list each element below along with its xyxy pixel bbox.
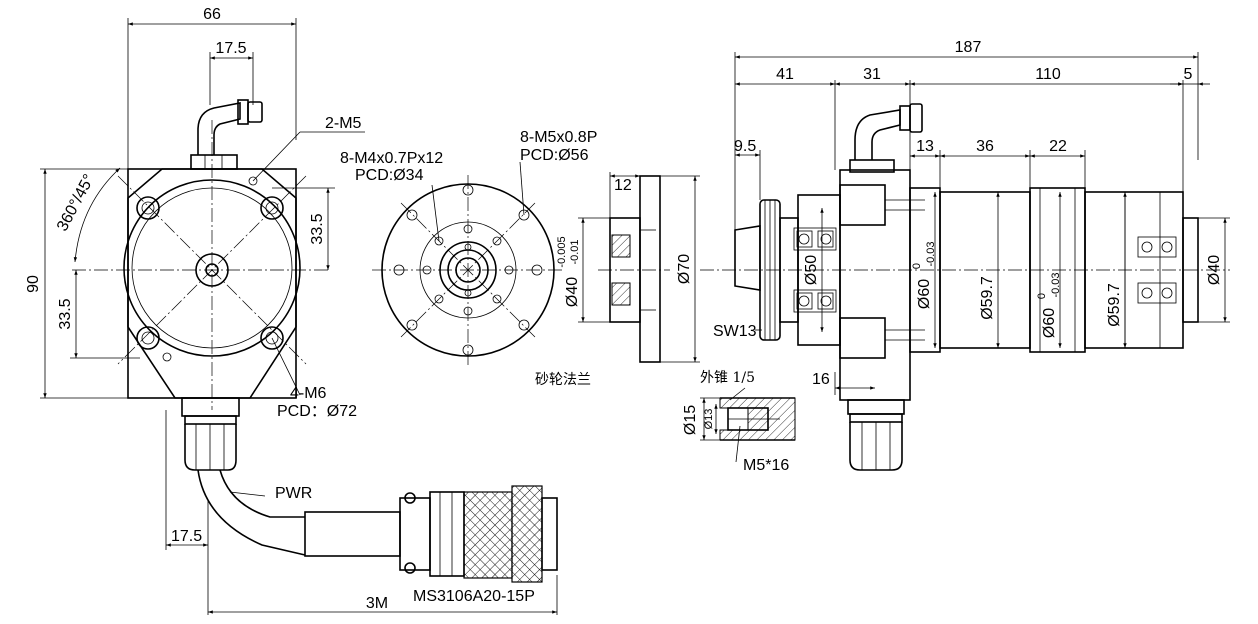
dia-59-7a: Ø59.7 [979,276,996,320]
front-view: 66 17.5 90 [25,6,558,615]
flange-view: 8-M4x0.7Px12 PCD:Ø34 8-M5x0.8P PCD:Ø56 砂… [340,129,700,388]
dia-40: Ø40 [1206,255,1223,285]
cable-length-dim: 3M [366,595,388,612]
port-offset-dim: 17.5 [215,40,246,57]
spigot-tol-lower: -0.01 [569,239,581,264]
mount-hole-label: 4-M6 [290,385,327,402]
flange-dia: Ø70 [676,254,693,284]
seg-36-dim: 36 [976,138,994,155]
mount-pcd-label: PCD：Ø72 [277,403,357,420]
taper-thread-label: M5*16 [743,457,789,474]
seg-31-dim: 31 [863,66,881,83]
cable-offset-dim: 17.5 [171,528,202,545]
dia-60a-tol-lower: -0.03 [925,241,937,266]
dia-60b-tol-upper: 0 [1036,293,1048,299]
flange-caption: 砂轮法兰 [535,372,591,388]
center-lower-dim: 33.5 [57,298,74,329]
taper-outer-dia: Ø15 [682,405,699,435]
seg-5-dim: 5 [1184,66,1193,83]
seg-41-dim: 41 [776,66,794,83]
dia-59-7b: Ø59.7 [1106,283,1123,327]
taper-label: 外锥 1/5 [700,370,755,386]
outer-pcd-label: PCD:Ø56 [520,147,589,164]
seg-22-dim: 22 [1049,138,1067,155]
dia-60a: Ø60 [916,279,933,309]
seg-9-5-dim: 9.5 [734,138,756,155]
center-upper-dim: 33.5 [309,213,326,244]
spigot-tol-upper: -0.005 [556,236,568,267]
side-view: 187 41 31 110 5 9.5 13 36 22 [700,39,1230,471]
dia-60b: Ø60 [1041,308,1058,338]
seg-16-dim: 16 [812,371,830,388]
height-dim-90: 90 [25,275,42,293]
connector-label: MS3106A20-15P [413,588,535,605]
flange-thickness-dim: 12 [614,177,632,194]
power-label: PWR [275,485,312,502]
width-dim-66: 66 [203,6,221,23]
angle-label: 360°/45° [54,172,98,234]
spigot-dia: Ø40 [564,277,581,307]
overall-length-dim: 187 [955,39,982,56]
dia-60b-tol-lower: -0.03 [1050,272,1062,297]
top-hole-label: 2-M5 [325,115,362,132]
wrench-label: SW13 [713,323,757,340]
inner-holes-label: 8-M4x0.7Px12 [340,150,443,167]
seg-13-dim: 13 [916,138,934,155]
dia-60a-tol-upper: 0 [911,263,923,269]
outer-holes-label: 8-M5x0.8P [520,129,597,146]
taper-detail: 外锥 1/5 Ø15 Ø13 M5*16 [682,370,796,474]
seg-110-dim: 110 [1035,66,1061,83]
inner-pcd-label: PCD:Ø34 [355,167,424,184]
taper-inner-dia: Ø13 [703,409,715,430]
